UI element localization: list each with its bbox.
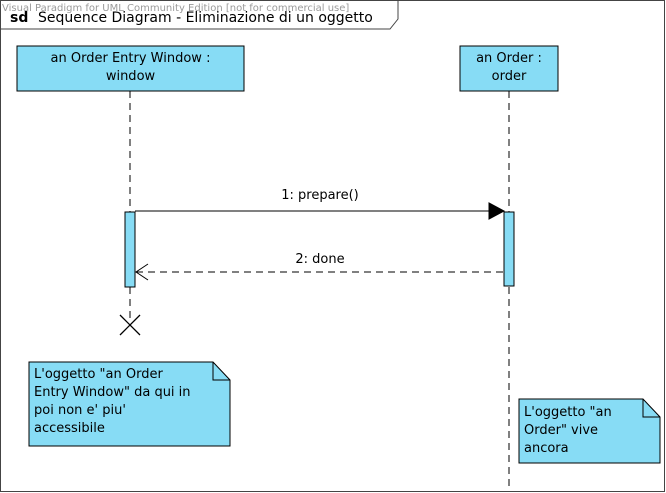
note-line: Order" vive (524, 423, 598, 438)
note-line: ancora (524, 441, 569, 456)
note-shape (28, 361, 231, 447)
message-prepare[interactable]: 1: prepare() (135, 188, 506, 220)
frame-tab (0, 0, 399, 30)
note-line: poi non e' piu' (34, 403, 126, 418)
open-arrowhead-icon (135, 263, 149, 281)
lifeline-name: an Order Entry Window : (51, 51, 211, 66)
frame-kind-label: sd (10, 10, 28, 26)
message-done[interactable]: 2: done (135, 252, 504, 281)
note-fold-icon (212, 362, 230, 381)
destruction-mark-icon (119, 314, 141, 336)
message-label: 2: done (295, 252, 344, 267)
note-alive-object[interactable]: L'oggetto "an Order" vive ancora (518, 398, 661, 464)
note-destroyed-object[interactable]: L'oggetto "an Order Entry Window" da qui… (28, 361, 231, 447)
note-line: accessibile (34, 421, 105, 436)
note-fold-icon (642, 399, 660, 418)
note-line: L'oggetto "an (524, 405, 612, 420)
lifeline-type: order (492, 69, 527, 84)
lifeline-head[interactable] (16, 45, 245, 92)
note-line: L'oggetto "an Order (34, 367, 163, 382)
note-shape (518, 398, 661, 464)
message-label: 1: prepare() (281, 188, 359, 203)
frame-title: Sequence Diagram - Eliminazione di un og… (38, 10, 373, 26)
watermark: Visual Paradigm for UML Community Editio… (2, 3, 349, 14)
note-line: Entry Window" da qui in (34, 385, 191, 400)
activation-bar (503, 211, 515, 287)
activation-bar (124, 211, 136, 288)
lifeline-type: window (106, 69, 156, 84)
lifeline-order[interactable]: an Order : order (459, 45, 559, 490)
lifeline-name: an Order : (476, 51, 542, 66)
filled-arrowhead-icon (488, 202, 506, 220)
lifeline-order-entry-window[interactable]: an Order Entry Window : window (16, 45, 245, 336)
